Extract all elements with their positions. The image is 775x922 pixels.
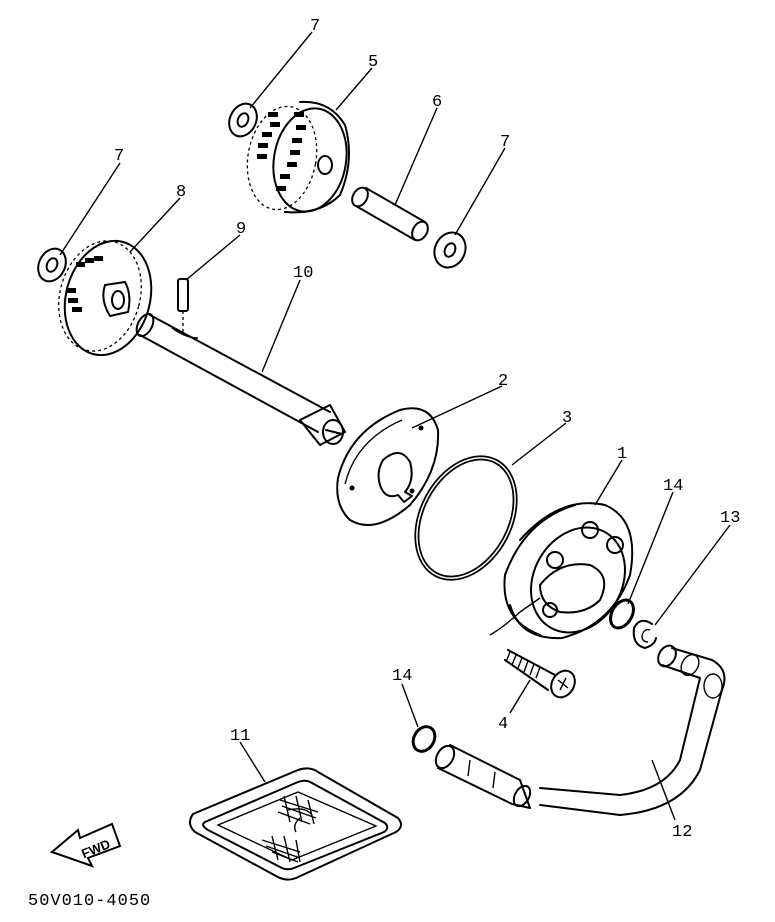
callout-14-upper: 14 <box>663 477 683 496</box>
callout-7-right: 7 <box>500 133 510 152</box>
callout-14-lower: 14 <box>392 667 412 686</box>
callout-10: 10 <box>293 264 313 283</box>
o-ring-14-upper <box>609 598 635 630</box>
pipe-12 <box>434 644 726 816</box>
leader-lines <box>59 31 731 821</box>
callout-7-top: 7 <box>310 17 320 36</box>
gear-5 <box>246 100 350 214</box>
callout-3: 3 <box>562 409 572 428</box>
callout-2: 2 <box>498 372 508 391</box>
callout-8: 8 <box>176 183 186 202</box>
pump-housing-1 <box>489 502 634 640</box>
o-ring-3 <box>414 455 518 581</box>
plate-2 <box>336 407 440 526</box>
callout-13: 13 <box>720 509 740 528</box>
fwd-arrow-icon: FWD <box>50 822 122 868</box>
washer-top <box>228 102 258 138</box>
callout-7-left: 7 <box>114 147 124 166</box>
gear-8 <box>58 239 153 357</box>
washer-left <box>37 247 67 283</box>
dowel-pin-9 <box>177 278 189 332</box>
callout-5: 5 <box>368 53 378 72</box>
callout-11: 11 <box>230 727 250 746</box>
washer-right <box>433 231 467 269</box>
o-ring-14-lower <box>411 725 437 753</box>
callout-4: 4 <box>498 715 508 734</box>
screw-4 <box>504 649 576 699</box>
strainer-11 <box>189 767 402 881</box>
callout-6: 6 <box>432 93 442 112</box>
callout-1: 1 <box>617 445 627 464</box>
callout-9: 9 <box>236 220 246 239</box>
circlip-13 <box>632 619 657 649</box>
diagram-code: 50V010-4050 <box>28 892 151 911</box>
pin-6 <box>351 186 429 242</box>
callout-12: 12 <box>672 823 692 842</box>
shaft-10 <box>135 312 346 446</box>
